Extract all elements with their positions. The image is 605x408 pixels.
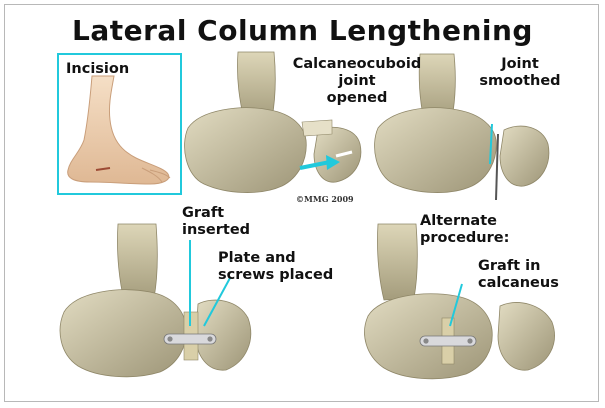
plate-screws-label: Plate and screws placed xyxy=(218,250,333,284)
graft-in-calcaneus-label: Graft in calcaneus xyxy=(478,258,559,292)
joint-opened-line-2: joint xyxy=(272,73,442,90)
incision-label: Incision xyxy=(66,61,129,78)
graft-inserted-label: Graft inserted xyxy=(182,205,250,239)
copyright-text: ©MMG 2009 xyxy=(296,194,354,204)
alternate-line-2: procedure: xyxy=(420,230,509,247)
graft-inserted-line-1: Graft xyxy=(182,205,250,222)
screw xyxy=(207,336,212,341)
graft-in-calcaneus-line-1: Graft in xyxy=(478,258,559,275)
alternate-procedure-label: Alternate procedure: xyxy=(420,213,509,247)
graft-plate-illustration xyxy=(60,224,251,377)
joint-smoothed-label: Joint smoothed xyxy=(470,56,570,90)
plate-screws-line-2: screws placed xyxy=(218,267,333,284)
alternate-illustration xyxy=(365,224,555,379)
joint-smoothed-line-2: smoothed xyxy=(470,73,570,90)
plate-screws-line-1: Plate and xyxy=(218,250,333,267)
calcaneus-bone xyxy=(185,108,307,193)
joint-opened-label: Calcaneocuboid joint opened xyxy=(272,56,442,107)
graft-in-calcaneus-line-2: calcaneus xyxy=(478,275,559,292)
joint-smoothed-line-1: Joint xyxy=(470,56,570,73)
screw xyxy=(167,336,172,341)
joint-opened-line-1: Calcaneocuboid xyxy=(272,56,442,73)
alternate-line-1: Alternate xyxy=(420,213,509,230)
graft-inserted-line-2: inserted xyxy=(182,222,250,239)
joint-opened-line-3: opened xyxy=(272,90,442,107)
